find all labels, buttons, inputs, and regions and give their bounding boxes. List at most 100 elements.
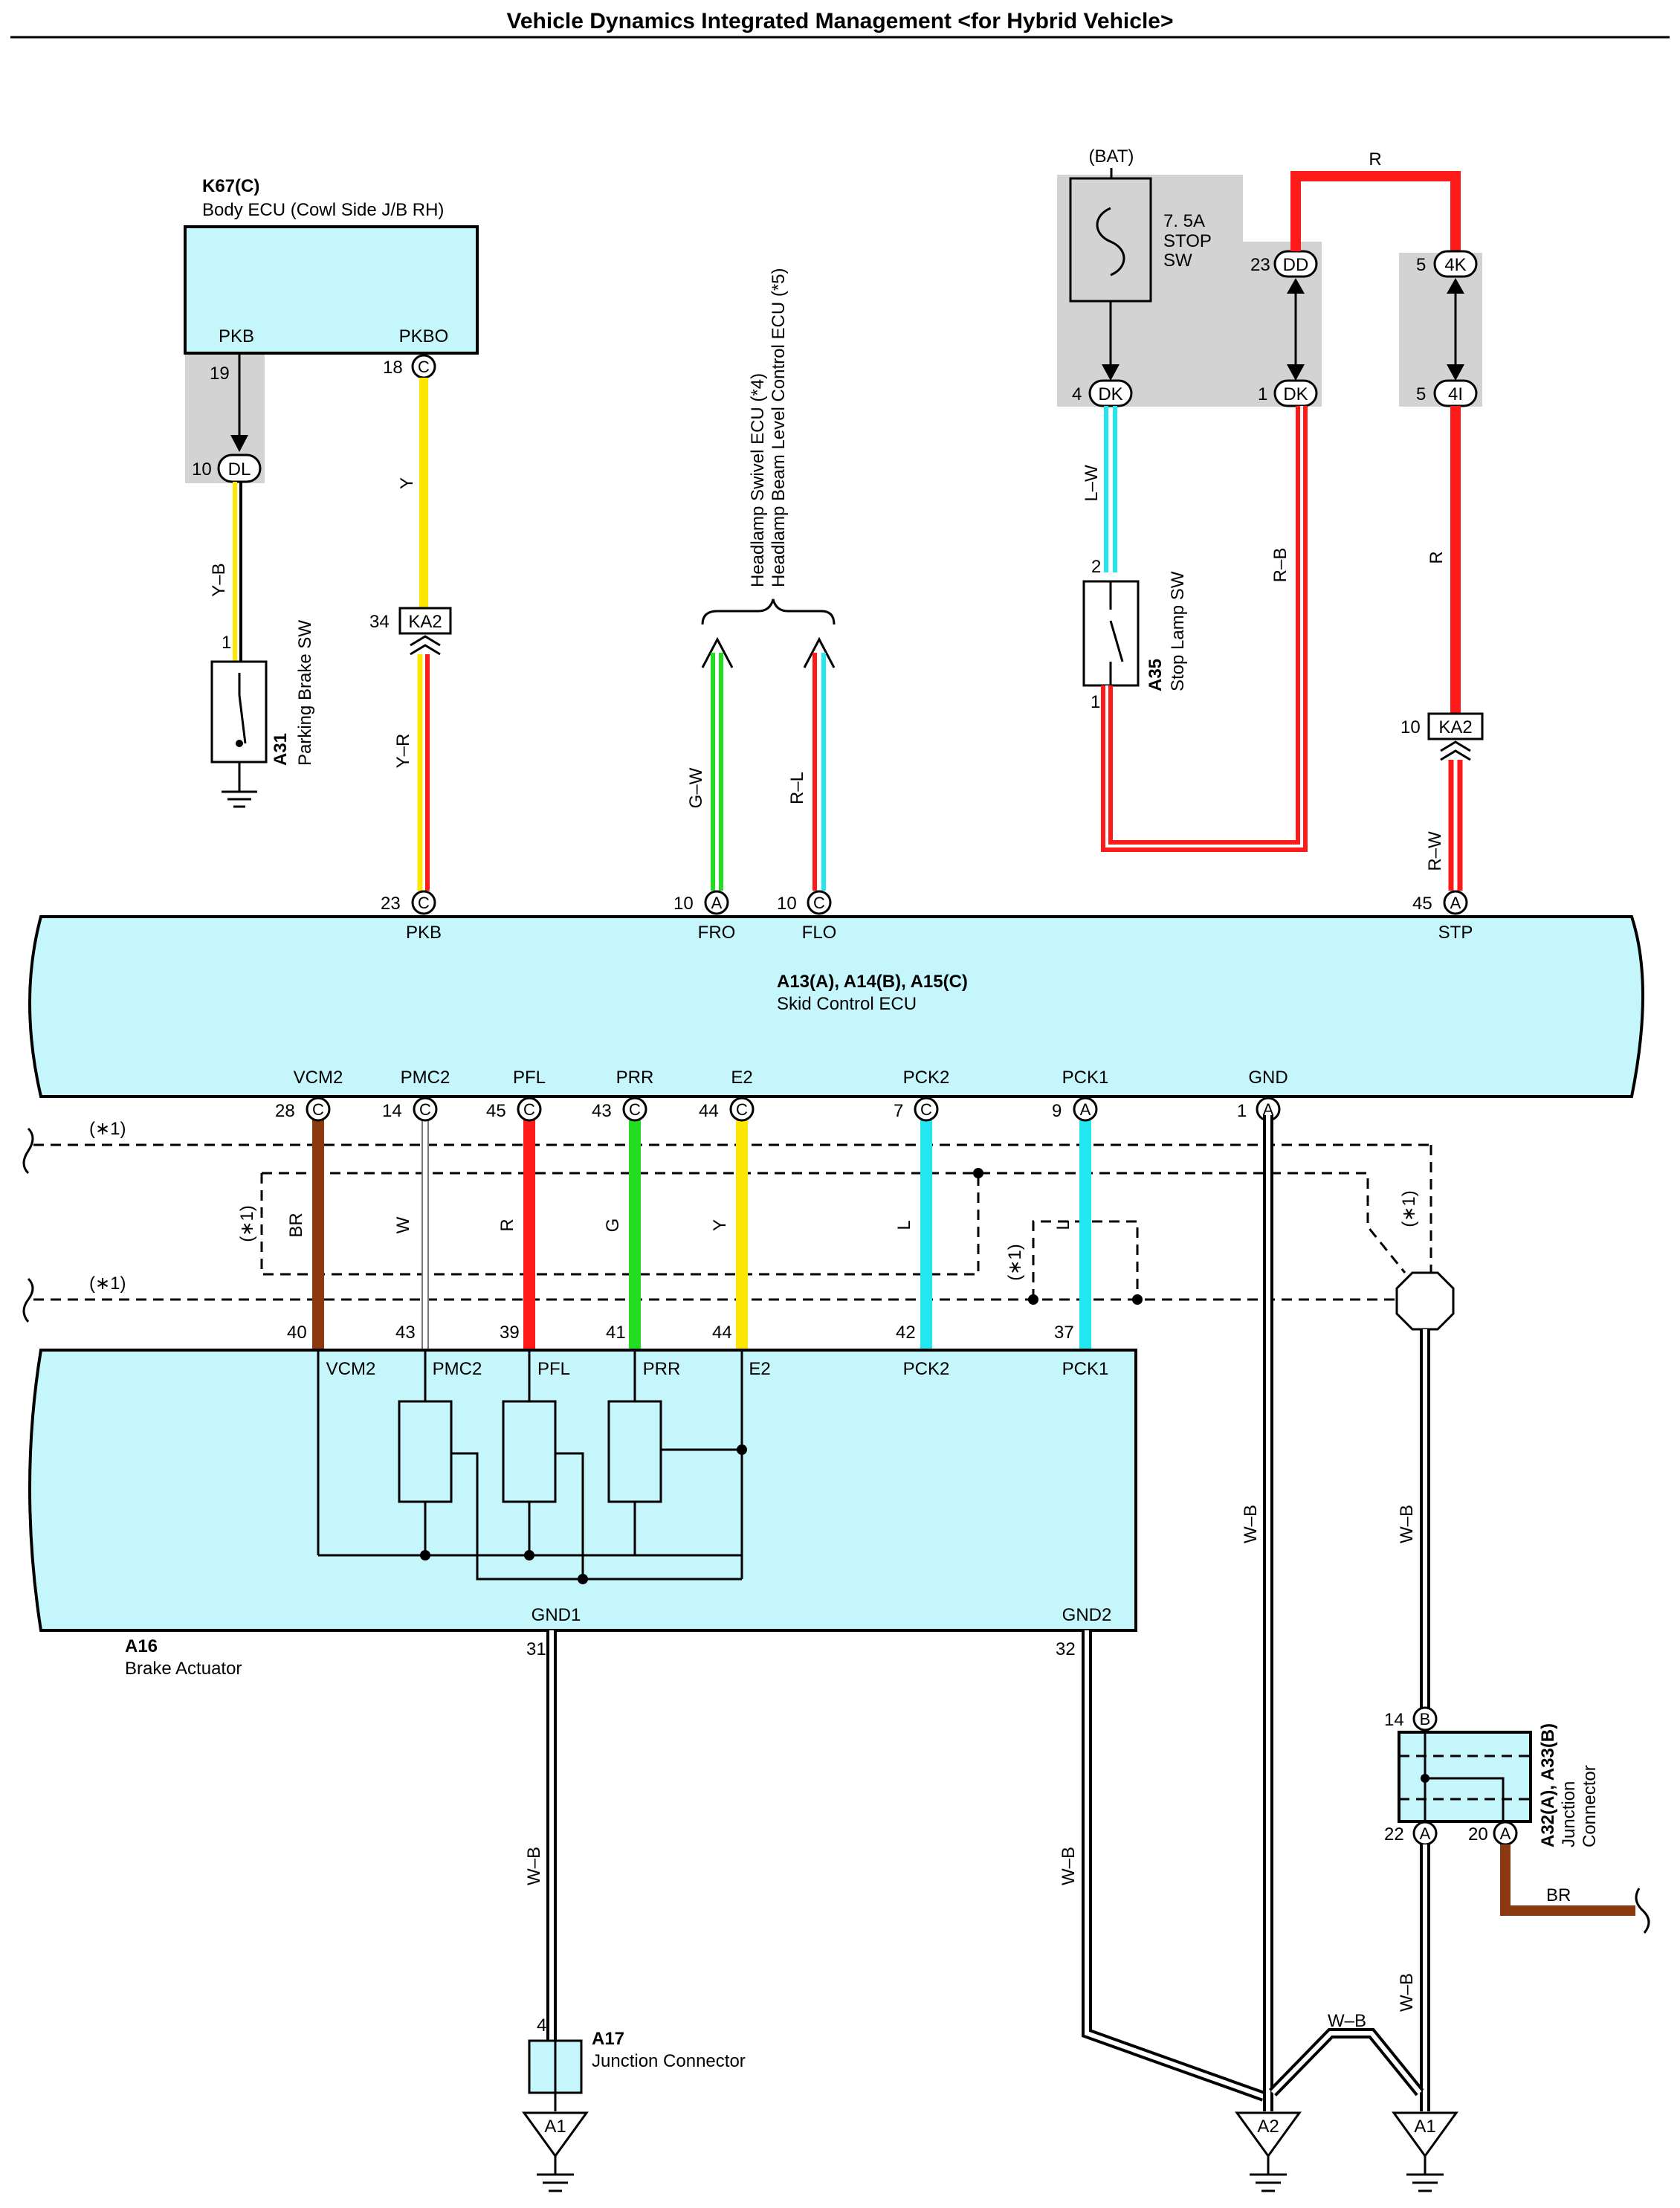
ka2-pin-34: 34: [369, 612, 390, 632]
actuator-pins: 40 43 39 41 44 42 37 VCM2 PMC2 PFL PRR E…: [287, 1323, 1111, 1659]
star1-label-c: (∗1): [237, 1205, 257, 1242]
ka2-connector-b: [1427, 712, 1484, 740]
shield-break-bottom: [22, 1277, 34, 1323]
act-gnd2-label: GND2: [1062, 1605, 1112, 1625]
skid-pck1-label: PCK1: [1062, 1068, 1109, 1088]
a17-name: Junction Connector: [592, 2051, 746, 2071]
skid-bottom-conn-0: C: [312, 1100, 324, 1119]
ground-a2: A2: [1235, 2111, 1302, 2192]
bat-label: (BAT): [1089, 146, 1134, 167]
ka2-chevron-b2: [1440, 749, 1471, 761]
dl-connector-label: DL: [228, 459, 251, 480]
r-top-label: R: [1369, 149, 1381, 170]
sw-blade: [238, 694, 247, 744]
yr-label: Y–R: [393, 734, 413, 769]
ka2-chevron-b: [1440, 740, 1471, 752]
wire-color-label-pck2: L: [894, 1220, 914, 1230]
skid-pin-43: 43: [592, 1101, 612, 1121]
wb-label-skid-gnd: W–B: [1241, 1505, 1261, 1543]
gnd2-wire-outer: [1082, 1630, 1266, 2102]
skid-pin-28: 28: [275, 1101, 295, 1121]
skid-fro-conn: A: [711, 894, 723, 912]
dl-arrow: [230, 435, 248, 452]
act-pfl-label: PFL: [537, 1359, 570, 1379]
gw-label: G–W: [686, 767, 706, 808]
parking-sw-id: A31: [271, 733, 291, 766]
wb-label-gnd1: W–B: [524, 1847, 544, 1885]
skid-bottom-conn-3: C: [629, 1100, 641, 1119]
shield-node-b: [1028, 1294, 1038, 1305]
skid-bottom-pin-e2: [729, 1097, 755, 1122]
shield-node-a: [973, 1168, 983, 1178]
a32-conn-a-20: A: [1500, 1824, 1511, 1843]
ka2-pin-10: 10: [1400, 717, 1421, 737]
dk4-arrow: [1102, 364, 1120, 381]
ka2-chevron-a2: [410, 644, 441, 656]
pkbo-pin-number: 18: [383, 358, 403, 378]
fuse-name-1: STOP: [1163, 231, 1212, 251]
act-pin-41: 41: [606, 1323, 626, 1343]
node-e2: [737, 1444, 747, 1455]
skid-ecu-name: Skid Control ECU: [777, 994, 917, 1014]
wb-label-gnd2: W–B: [1059, 1847, 1079, 1885]
r-top-wire: [1290, 171, 1461, 253]
ground-a1-left: A1: [522, 2111, 589, 2192]
dk-pin-1: 1: [1258, 384, 1267, 404]
skid-pin-7: 7: [894, 1101, 903, 1121]
4k-connector: [1433, 250, 1478, 278]
stop-sw-pin-1: 1: [1091, 692, 1100, 712]
a33-pin-14: 14: [1384, 1710, 1404, 1730]
act-gnd1-label: GND1: [532, 1605, 581, 1625]
skid-bottom-pins: VCM2 PMC2 PFL PRR E2 PCK2 PCK1 GND 28 14…: [275, 1068, 1288, 1122]
rb-wire-outer: [1101, 406, 1308, 852]
skid-bottom-pin-prr: [622, 1097, 647, 1122]
br-label-out: BR: [1546, 1885, 1571, 1905]
headlamp-swivel-label: Headlamp Swivel ECU (*4): [748, 373, 768, 587]
rb-wire-inner: [1105, 406, 1303, 848]
pkbo-pin-conn: C: [418, 358, 430, 376]
skid-flo-label: FLO: [802, 923, 837, 943]
r-right-label: R: [1427, 551, 1447, 564]
skid-flo-number: 10: [777, 894, 797, 914]
dk-connector-4: [1088, 379, 1133, 407]
act-pin-42: 42: [896, 1323, 916, 1343]
skid-bottom-conn-5: C: [920, 1100, 932, 1119]
4k-arrow-up: [1447, 278, 1464, 294]
a32-name-2: Connector: [1580, 1765, 1600, 1847]
skid-bottom-conn-7: A: [1263, 1100, 1274, 1119]
skid-pck2-label: PCK2: [903, 1068, 950, 1088]
shield-break-top: [22, 1127, 34, 1175]
4i-arrow: [1447, 364, 1464, 381]
act-pin-32: 32: [1056, 1639, 1076, 1659]
br-wire-break: [1635, 1888, 1650, 1934]
ground-a1-right: A1: [1392, 2111, 1458, 2192]
skid-vcm2-label: VCM2: [294, 1068, 343, 1088]
act-pin-31: 31: [526, 1639, 546, 1659]
skid-stp-label: STP: [1438, 923, 1473, 943]
skid-pfl-label: PFL: [513, 1068, 546, 1088]
pmc2-return: [451, 1452, 742, 1581]
wb-label-a32: W–B: [1397, 1973, 1417, 2012]
act-pin-44: 44: [712, 1323, 732, 1343]
a32-junction-connector: [1398, 1731, 1532, 1823]
star1-label-d: (∗1): [1005, 1244, 1025, 1280]
4i-pin-5: 5: [1416, 384, 1426, 404]
shield-node-c: [1132, 1294, 1143, 1305]
dk-pin-4: 4: [1072, 384, 1082, 404]
pkb-pin-number: 19: [210, 364, 230, 384]
skid-stp-number: 45: [1412, 894, 1432, 914]
ka2-connector-a: [398, 607, 452, 635]
4i-label: 4I: [1448, 384, 1463, 404]
wire-color-label-pck1: L: [1053, 1220, 1073, 1230]
rb-label: R–B: [1270, 548, 1290, 583]
a17-pin-4: 4: [537, 2015, 546, 2036]
wb-label-shield: W–B: [1397, 1505, 1417, 1543]
yb-label: Y–B: [209, 563, 229, 596]
dd-pin-23: 23: [1250, 255, 1270, 275]
skid-stp-pin: [1443, 890, 1468, 915]
skid-e2-label: E2: [731, 1068, 752, 1088]
fuse-rating: 7. 5A: [1163, 211, 1205, 231]
rl-label: R–L: [787, 772, 807, 804]
gnd2-wire-inner: [1085, 1630, 1265, 2099]
